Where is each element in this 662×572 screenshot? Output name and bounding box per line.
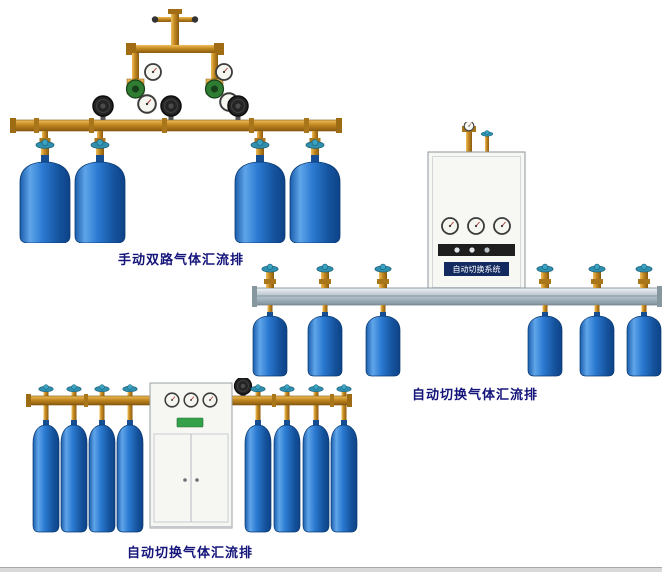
cylinder-cap-icon (374, 263, 392, 273)
cylinder-station (626, 263, 662, 377)
cylinder-station (579, 263, 615, 377)
cylinder-station (365, 263, 401, 377)
gas-cylinder (74, 131, 126, 243)
pressure-gauge-icon (164, 392, 180, 408)
pressure-gauge-icon (202, 392, 218, 408)
gas-cylinder (19, 131, 71, 243)
control-cabinet (149, 382, 233, 529)
manifold-rail (252, 286, 662, 307)
cylinder-cap-icon (250, 384, 266, 393)
pressure-regulator-right (204, 63, 239, 112)
product-caption: 手动双路气体汇流排 (117, 253, 244, 268)
auto-manifold-floor-illustration (26, 378, 358, 533)
product-auto-switch-manifold-floor: 自动切换气体汇流排 (20, 378, 360, 561)
indicator-light-icon (469, 247, 475, 253)
cylinder-station (527, 263, 563, 377)
gas-cylinder (289, 131, 341, 243)
indicator-light-icon (454, 247, 460, 253)
gas-cylinder (88, 419, 116, 533)
valve-wheel-icon (233, 378, 253, 396)
cylinder-cap-icon (90, 139, 110, 149)
valve-wheel-icon (160, 95, 182, 117)
valve-cap-icon (480, 130, 494, 137)
pressure-regulator-left (125, 63, 162, 114)
cylinder-cap-icon (635, 263, 653, 273)
gas-cylinder (302, 419, 330, 533)
pressure-gauge-icon (144, 63, 162, 81)
cylinder-cap-icon (35, 139, 55, 149)
gas-cylinder (32, 419, 60, 533)
cabinet-inlet-pipes (462, 122, 494, 156)
pressure-gauge-icon (467, 217, 485, 235)
cylinder-station (252, 263, 288, 377)
gas-cylinder (273, 419, 301, 533)
product-manual-dual-manifold: 手动双路气体汇流排 (10, 5, 342, 268)
page-bottom-border (0, 567, 662, 572)
cylinder-cap-icon (308, 384, 324, 393)
valve-wheel-icon (227, 95, 249, 117)
gas-cylinder (116, 419, 144, 533)
indicator-light-icon (484, 247, 490, 253)
cylinder-cap-icon (336, 384, 352, 393)
shutoff-valve (233, 378, 253, 396)
manual-manifold-illustration (10, 9, 342, 243)
auto-manifold-wall-illustration: 自动切换系统 (252, 122, 662, 377)
indicator-panel (438, 244, 515, 256)
gas-cylinder (234, 131, 286, 243)
cabinet-label: 自动切换系统 (453, 264, 501, 274)
cylinder-cap-icon (279, 384, 295, 393)
cylinder-cap-icon (261, 263, 279, 273)
door-handle-icon (195, 478, 199, 482)
gas-cylinder (60, 419, 88, 533)
cylinder-cap-icon (122, 384, 138, 393)
pressure-gauge-icon (493, 217, 511, 235)
cylinder-cap-icon (66, 384, 82, 393)
cylinder-cap-icon (38, 384, 54, 393)
top-inlet-assembly (151, 9, 199, 49)
control-cabinet: 自动切换系统 (427, 151, 526, 293)
cylinder-station (307, 263, 343, 377)
cabinet-badge (176, 417, 204, 428)
cylinder-valve-stems (43, 392, 347, 420)
product-auto-switch-manifold-wall: 自动切换系统 (252, 122, 662, 403)
pressure-gauge-icon (137, 94, 157, 114)
header-pipe (126, 43, 224, 79)
cabinet-name-plate (444, 262, 509, 276)
product-caption: 自动切换气体汇流排 (411, 388, 538, 403)
cylinder-cap-icon (316, 263, 334, 273)
door-handle-icon (183, 478, 187, 482)
gas-cylinder (330, 419, 358, 533)
product-caption: 自动切换气体汇流排 (126, 546, 253, 561)
pressure-gauge-icon (463, 122, 475, 132)
gas-cylinder (244, 419, 272, 533)
pressure-gauge-icon (441, 217, 459, 235)
valve-wheel-icon (92, 95, 114, 117)
pressure-gauge-icon (183, 392, 199, 408)
cylinder-cap-icon (94, 384, 110, 393)
cylinder-cap-icon (588, 263, 606, 273)
shutoff-valve-wheels (92, 95, 249, 120)
cylinder-cap-icon (536, 263, 554, 273)
pressure-gauge-icon (215, 63, 233, 81)
main-manifold-pipe (10, 118, 342, 133)
